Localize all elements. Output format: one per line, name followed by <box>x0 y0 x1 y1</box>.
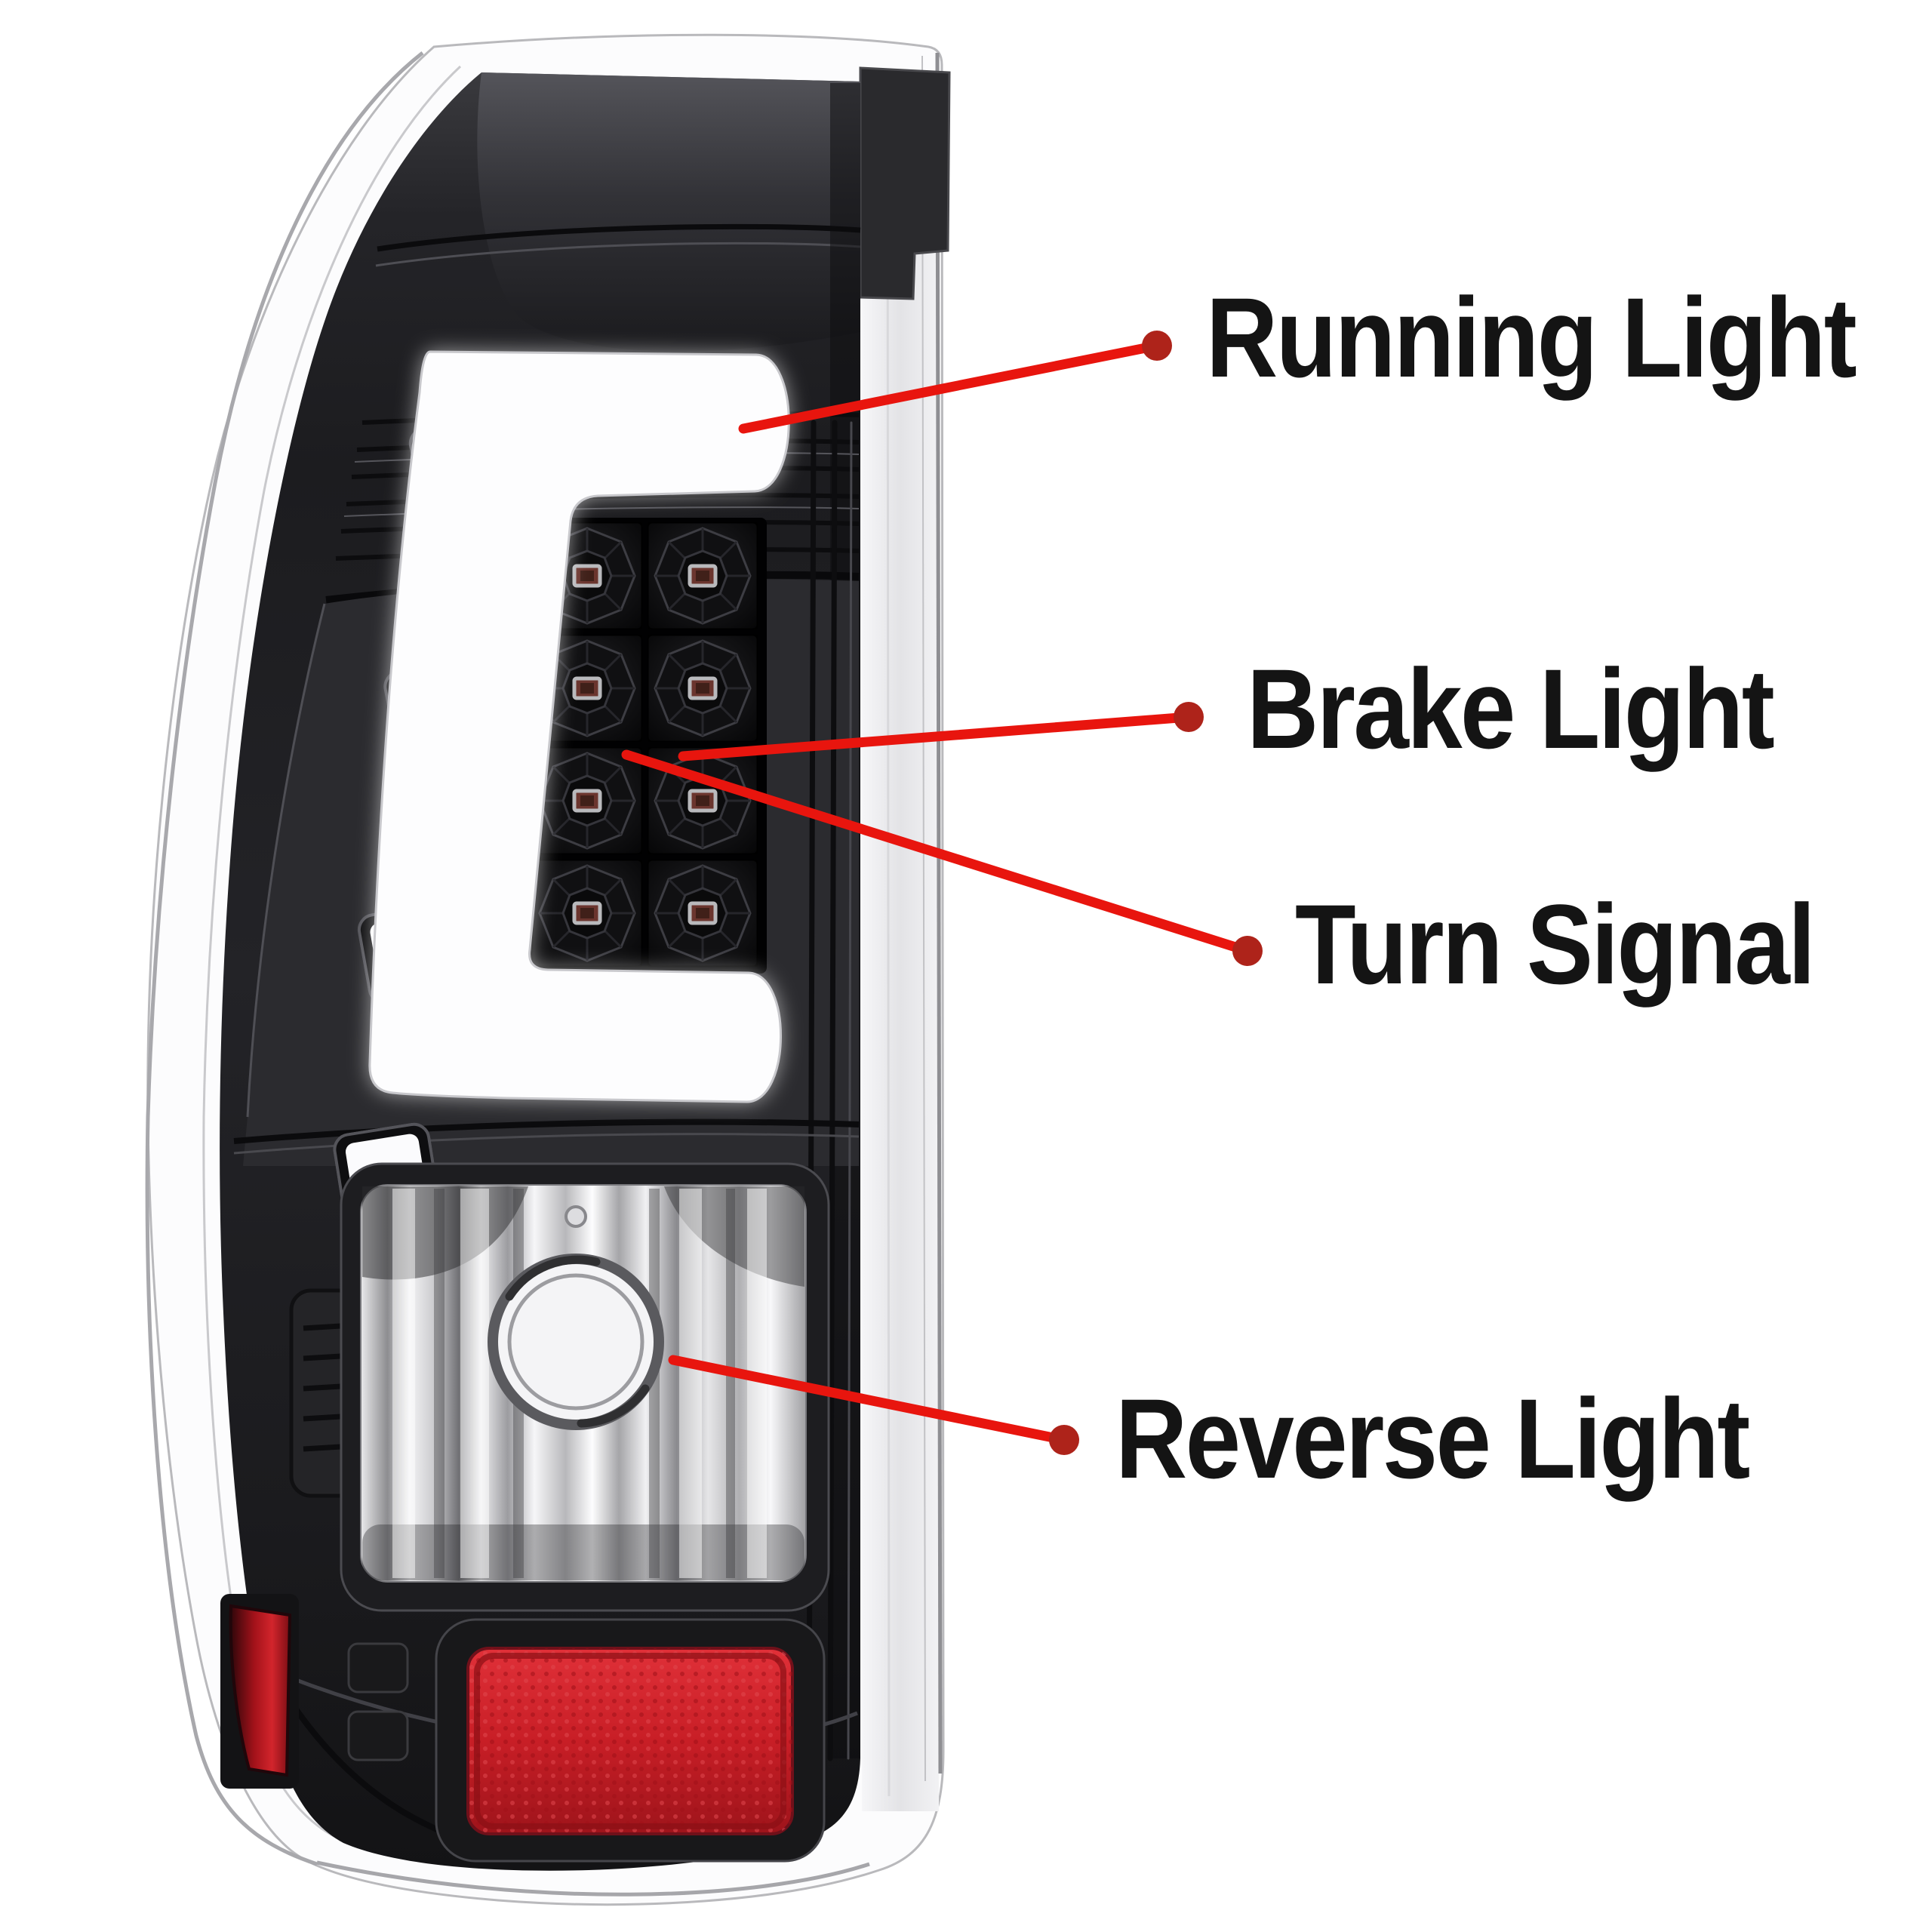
housing-clip-tabs <box>347 1642 409 1761</box>
leader-line-reverse-light <box>668 1355 1069 1445</box>
side-red-reflector <box>220 1594 299 1789</box>
leader-line-brake-light <box>678 712 1194 761</box>
leader-lines <box>621 340 1253 1445</box>
lens-screw-hole <box>565 1205 587 1228</box>
callout-dot-reverse-light <box>1049 1425 1079 1455</box>
callout-label-running-light: Running Light <box>1206 274 1857 401</box>
callout-dot-turn-signal <box>1232 936 1263 966</box>
callout-dot-running-light <box>1142 331 1172 361</box>
callout-label-reverse-light: Reverse Light <box>1115 1375 1750 1502</box>
callout-label-turn-signal: Turn Signal <box>1295 881 1816 1008</box>
callout-label-brake-light: Brake Light <box>1247 645 1775 772</box>
led-brake-turn-grid <box>527 518 767 974</box>
callout-dots <box>1049 331 1263 1455</box>
lens-right-strip <box>862 75 939 1811</box>
leader-line-running-light <box>738 340 1162 434</box>
running-light-bar <box>368 350 790 1103</box>
leader-line-turn-signal <box>621 749 1253 956</box>
red-rear-reflector <box>435 1618 826 1863</box>
callout-dot-brake-light <box>1174 702 1204 732</box>
reverse-light <box>340 1162 830 1612</box>
